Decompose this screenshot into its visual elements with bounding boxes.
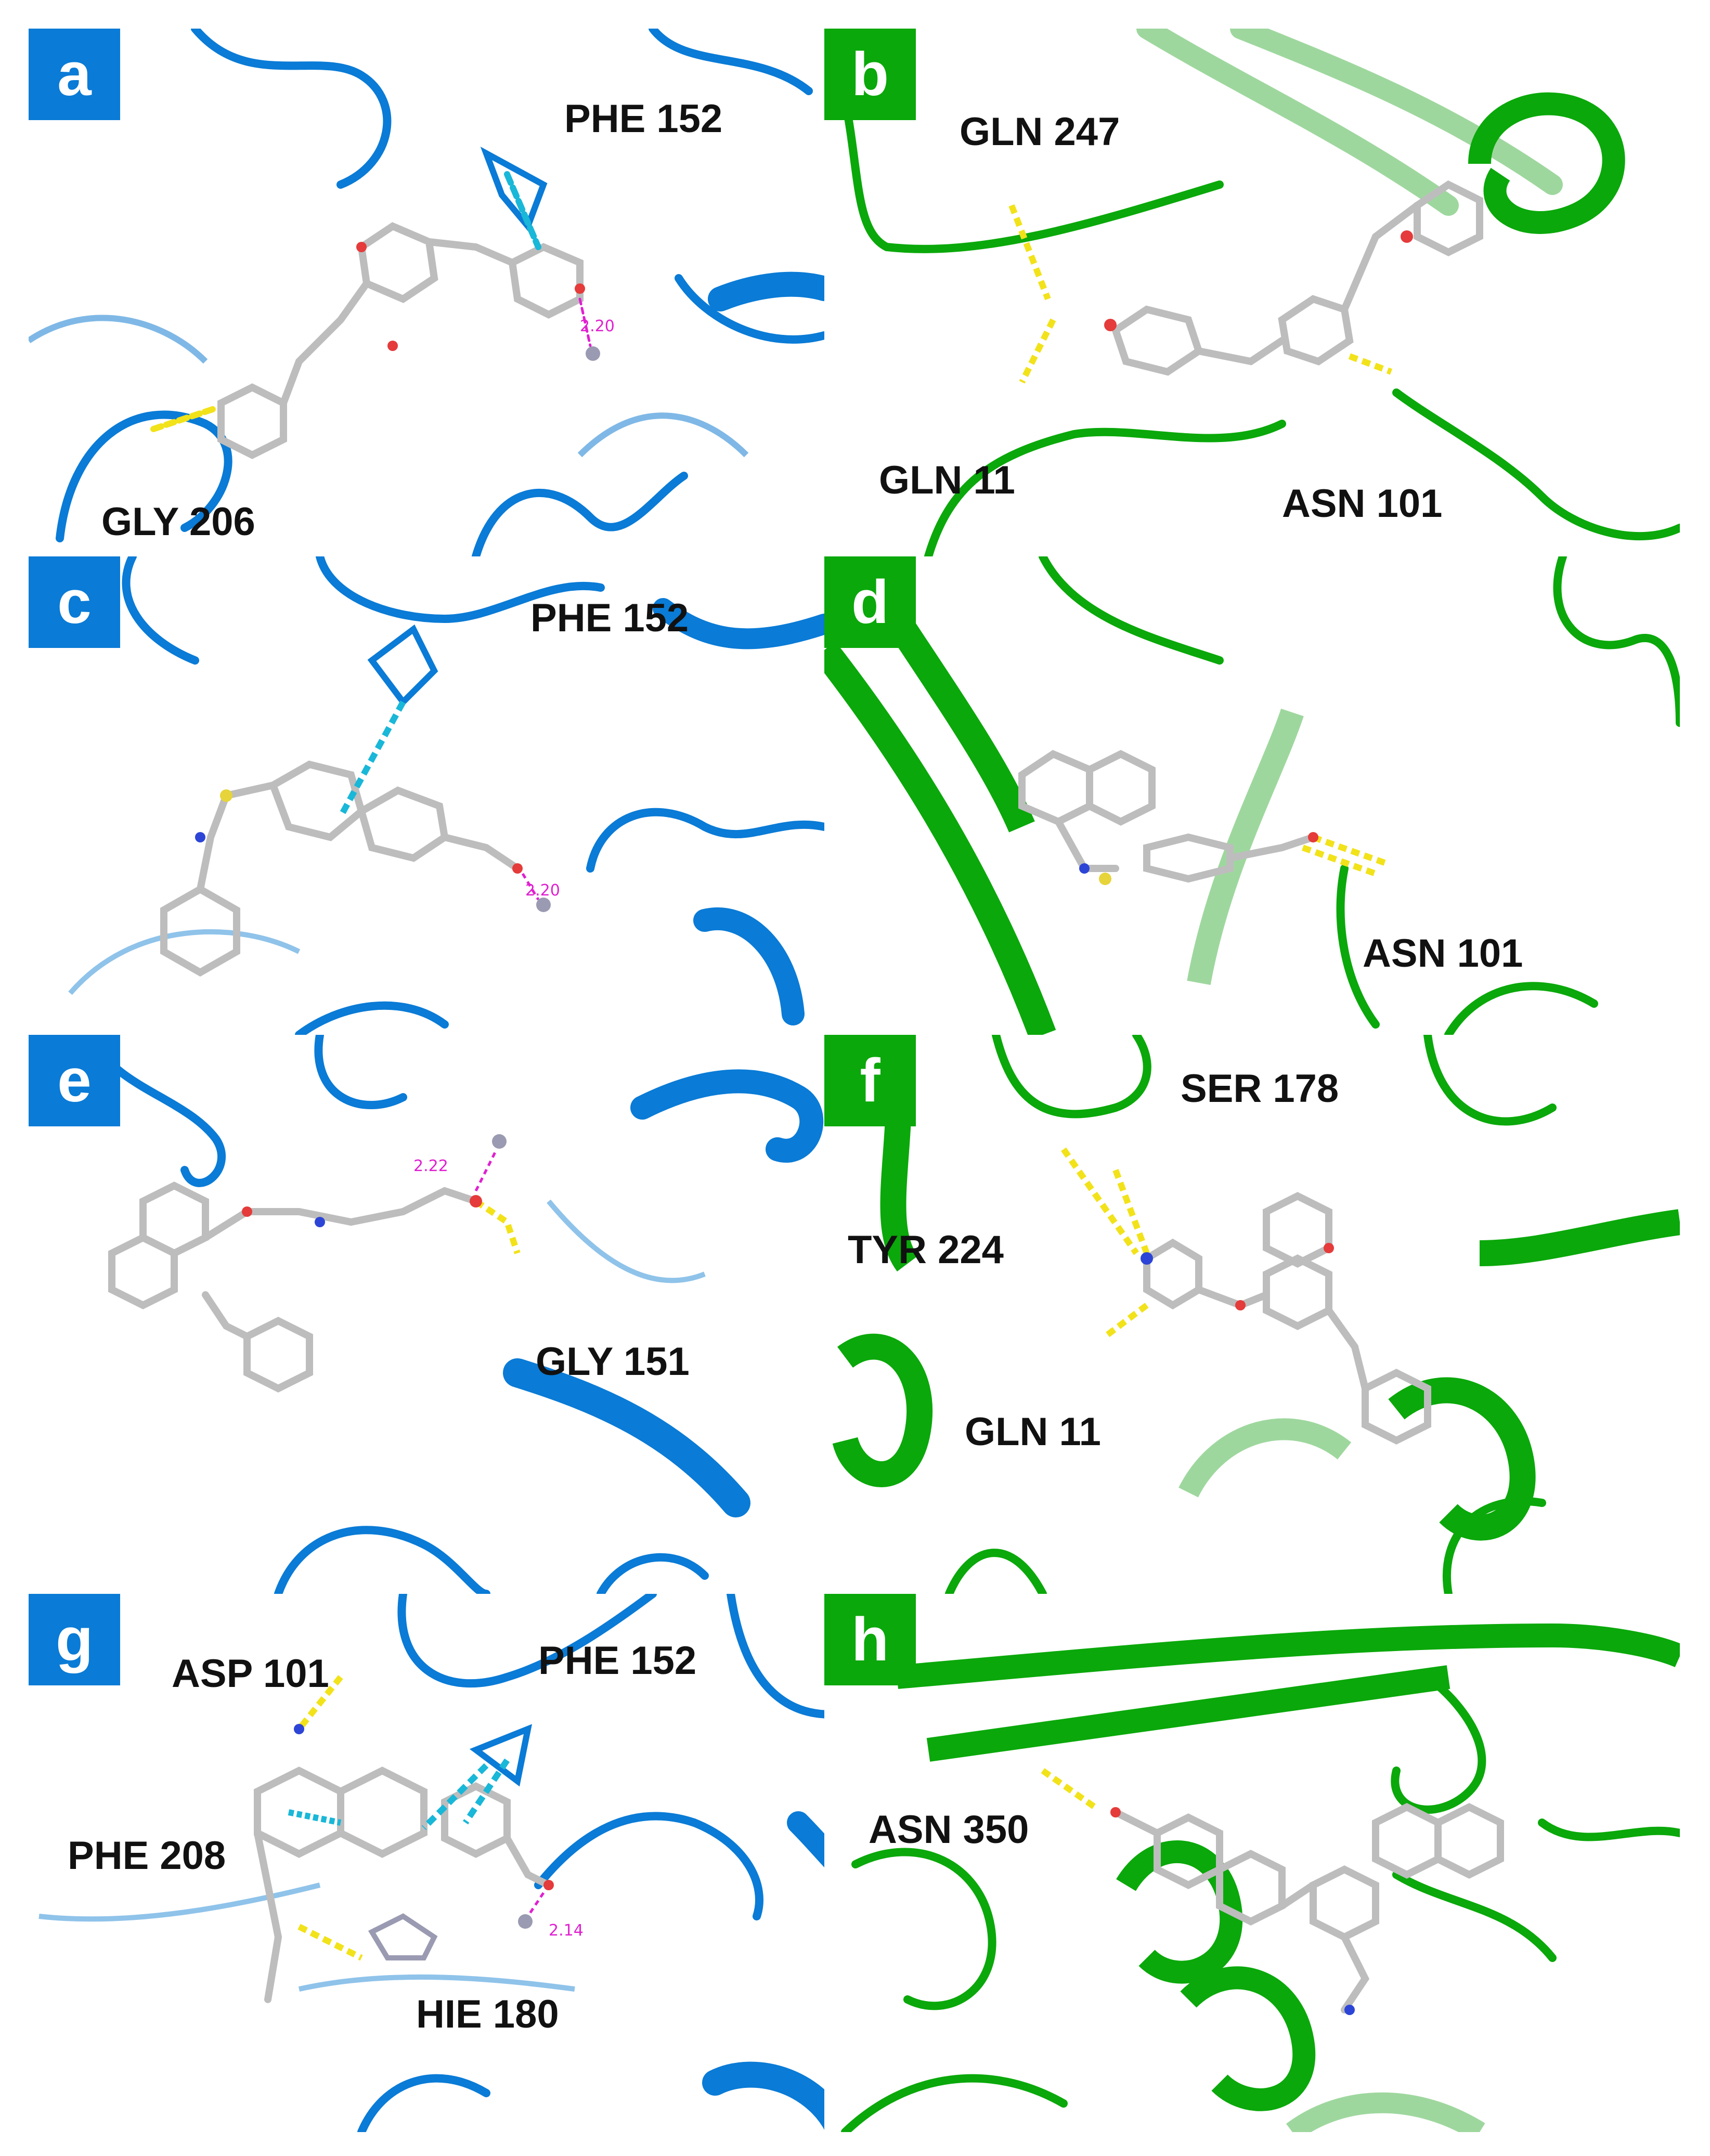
panel-label-d: d [824, 556, 916, 648]
protein-ligand-structure [87, 1035, 824, 1594]
distance-label: 2.14 [549, 1921, 584, 1940]
residue-label: PHE 208 [68, 1834, 226, 1878]
residue-label: GLN 11 [965, 1410, 1101, 1454]
residue-label: GLN 11 [879, 458, 1015, 502]
panel-a: a PHE 152 GLY 206 2.20 [29, 29, 824, 556]
panel-label-c: c [29, 556, 120, 648]
residue-label: TYR 224 [848, 1228, 1004, 1272]
panel-label-f: f [824, 1035, 916, 1126]
panel-b: b GLN 247 GLN 11 ASN 101 [824, 29, 1680, 556]
residue-label: PHE 152 [530, 596, 689, 640]
residue-label: HIE 180 [416, 1992, 559, 2036]
panel-c: c PHE 152 2.20 [29, 556, 824, 1035]
residue-label: ASP 101 [172, 1652, 329, 1696]
distance-label: 2.20 [525, 881, 560, 900]
protein-ligand-structure [68, 556, 824, 1035]
panel-g: g ASP 101 PHE 152 PHE 208 HIE 180 2.14 [29, 1594, 869, 2132]
residue-label: PHE 152 [564, 97, 723, 141]
residue-label: GLY 151 [536, 1340, 690, 1384]
residue-label: ASN 101 [1282, 482, 1443, 526]
distance-label: 2.20 [580, 317, 615, 335]
residue-label: PHE 152 [538, 1639, 697, 1683]
residue-label: GLN 247 [960, 110, 1120, 154]
distance-label: 2.22 [413, 1157, 448, 1175]
protein-ligand-structure [29, 29, 824, 556]
panel-label-g: g [29, 1594, 120, 1685]
protein-ligand-structure [841, 1623, 1680, 2132]
residue-label: ASN 101 [1363, 931, 1523, 976]
residue-label: GLY 206 [101, 500, 255, 544]
panel-h: h ASN 350 [824, 1594, 1680, 2132]
panel-label-h: h [824, 1594, 916, 1685]
panel-label-e: e [29, 1035, 120, 1126]
panel-label-b: b [824, 29, 916, 120]
residue-label: SER 178 [1181, 1067, 1339, 1111]
residue-label: ASN 350 [869, 1808, 1029, 1852]
panel-e: e GLY 151 2.22 [29, 1035, 824, 1594]
protein-ligand-structure [824, 556, 1680, 1035]
panel-label-a: a [29, 29, 120, 120]
panel-d: d ASN 101 [824, 556, 1680, 1035]
panel-f: f SER 178 TYR 224 GLN 11 [824, 1035, 1680, 1594]
protein-ligand-structure [824, 29, 1680, 556]
protein-ligand-structure [832, 1035, 1680, 1594]
